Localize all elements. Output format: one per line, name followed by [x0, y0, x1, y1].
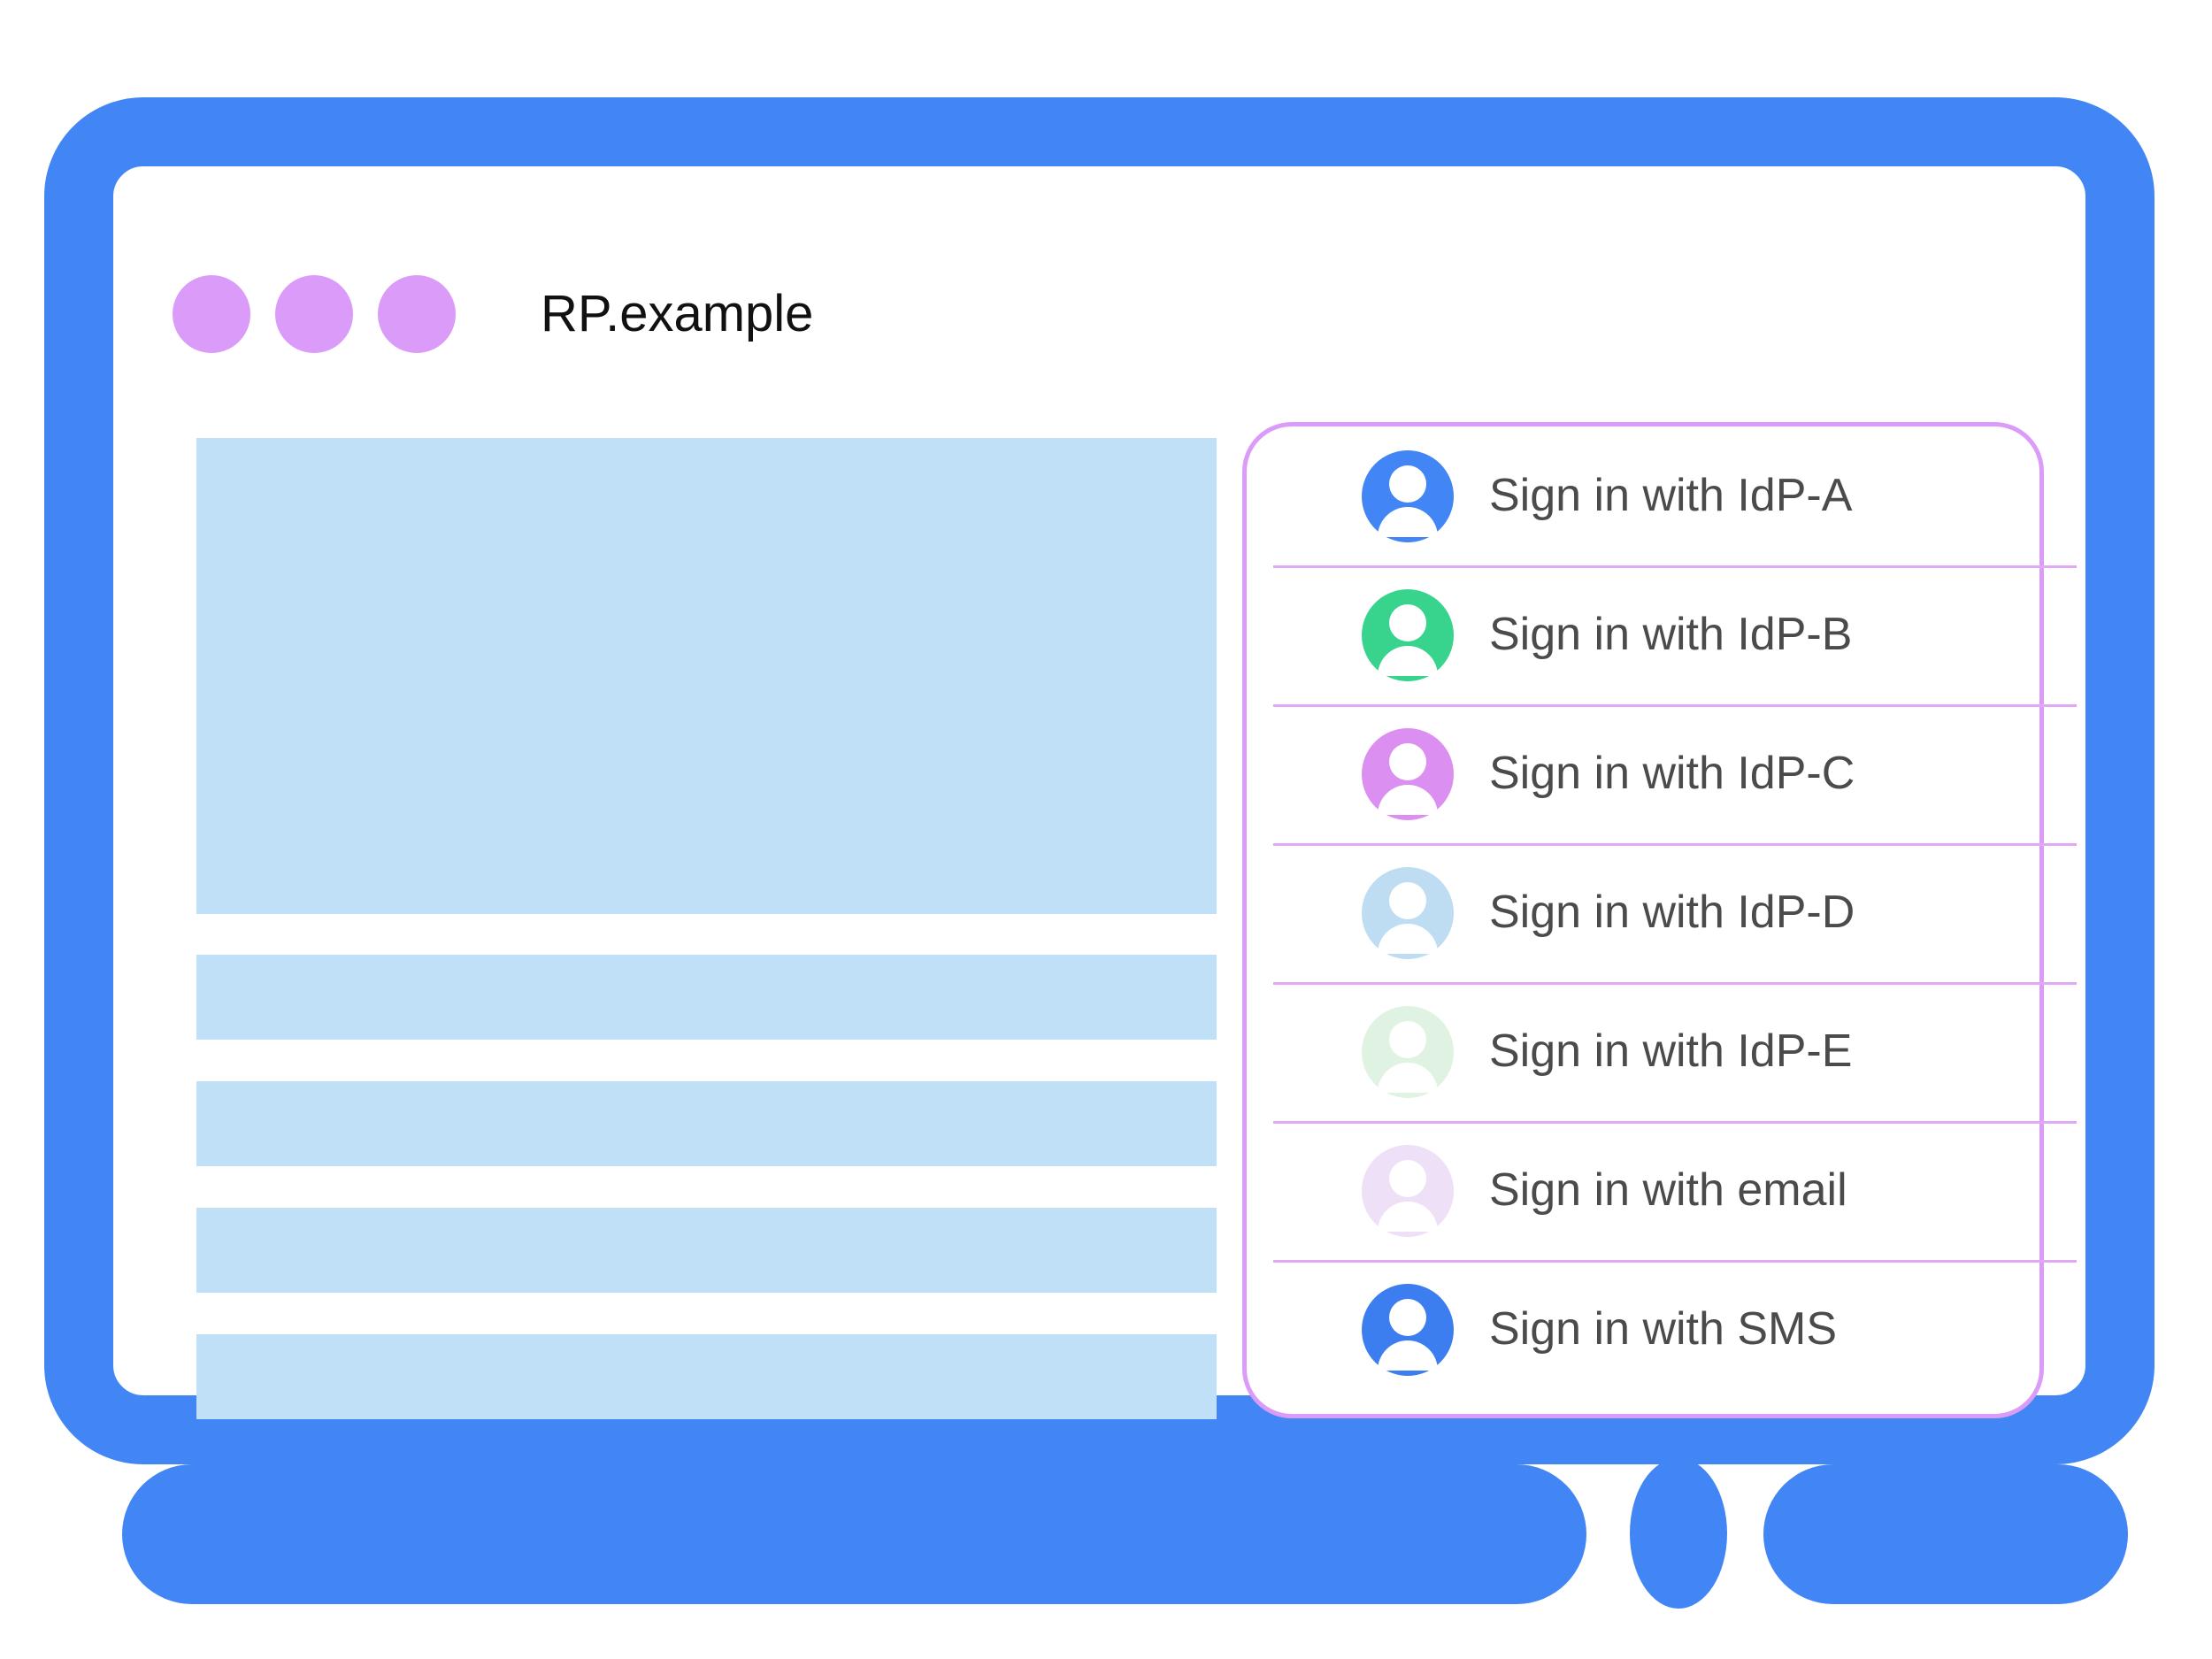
- page-content-placeholders: [196, 438, 1217, 1419]
- text-line-placeholder-4: [196, 1334, 1217, 1419]
- person-avatar-icon: [1362, 866, 1454, 959]
- browser-titlebar: RP.example: [173, 265, 2057, 363]
- device-chin-left: [122, 1464, 1586, 1604]
- person-avatar-icon: [1362, 449, 1454, 542]
- account-row[interactable]: Sign in with IdP-E: [1247, 982, 2077, 1121]
- person-avatar-icon: [1362, 1283, 1454, 1376]
- person-avatar-icon: [1362, 1005, 1454, 1098]
- text-line-placeholder-1: [196, 955, 1217, 1040]
- window-dot-3-icon[interactable]: [378, 275, 456, 353]
- account-row[interactable]: Sign in with IdP-B: [1247, 565, 2077, 704]
- account-label: Sign in with IdP-B: [1489, 609, 1853, 661]
- window-dot-1-icon[interactable]: [173, 275, 250, 353]
- text-line-placeholder-3: [196, 1208, 1217, 1293]
- person-avatar-icon: [1362, 588, 1454, 681]
- person-avatar-icon: [1362, 1144, 1454, 1237]
- hero-placeholder: [196, 438, 1217, 914]
- account-label: Sign in with SMS: [1489, 1303, 1838, 1356]
- device-chin-right: [1763, 1464, 2128, 1604]
- account-label: Sign in with IdP-D: [1489, 887, 1855, 939]
- account-row[interactable]: Sign in with SMS: [1247, 1260, 2077, 1399]
- account-chooser-dialog: Sign in with IdP-A Sign in with IdP-B Sign…: [1242, 422, 2077, 1418]
- site-title: RP.example: [541, 285, 814, 342]
- account-label: Sign in with email: [1489, 1164, 1847, 1217]
- person-avatar-icon: [1362, 727, 1454, 820]
- account-row[interactable]: Sign in with IdP-D: [1247, 843, 2077, 982]
- text-line-placeholder-2: [196, 1081, 1217, 1166]
- account-row[interactable]: Sign in with IdP-C: [1247, 704, 2077, 843]
- window-dot-2-icon[interactable]: [275, 275, 353, 353]
- account-label: Sign in with IdP-E: [1489, 1025, 1853, 1078]
- account-label: Sign in with IdP-A: [1489, 470, 1853, 522]
- device-home-button[interactable]: [1630, 1458, 1727, 1609]
- account-row[interactable]: Sign in with email: [1247, 1121, 2077, 1260]
- account-list: Sign in with IdP-A Sign in with IdP-B Sign…: [1247, 426, 2077, 1414]
- account-label: Sign in with IdP-C: [1489, 748, 1855, 800]
- account-row[interactable]: Sign in with IdP-A: [1247, 426, 2039, 565]
